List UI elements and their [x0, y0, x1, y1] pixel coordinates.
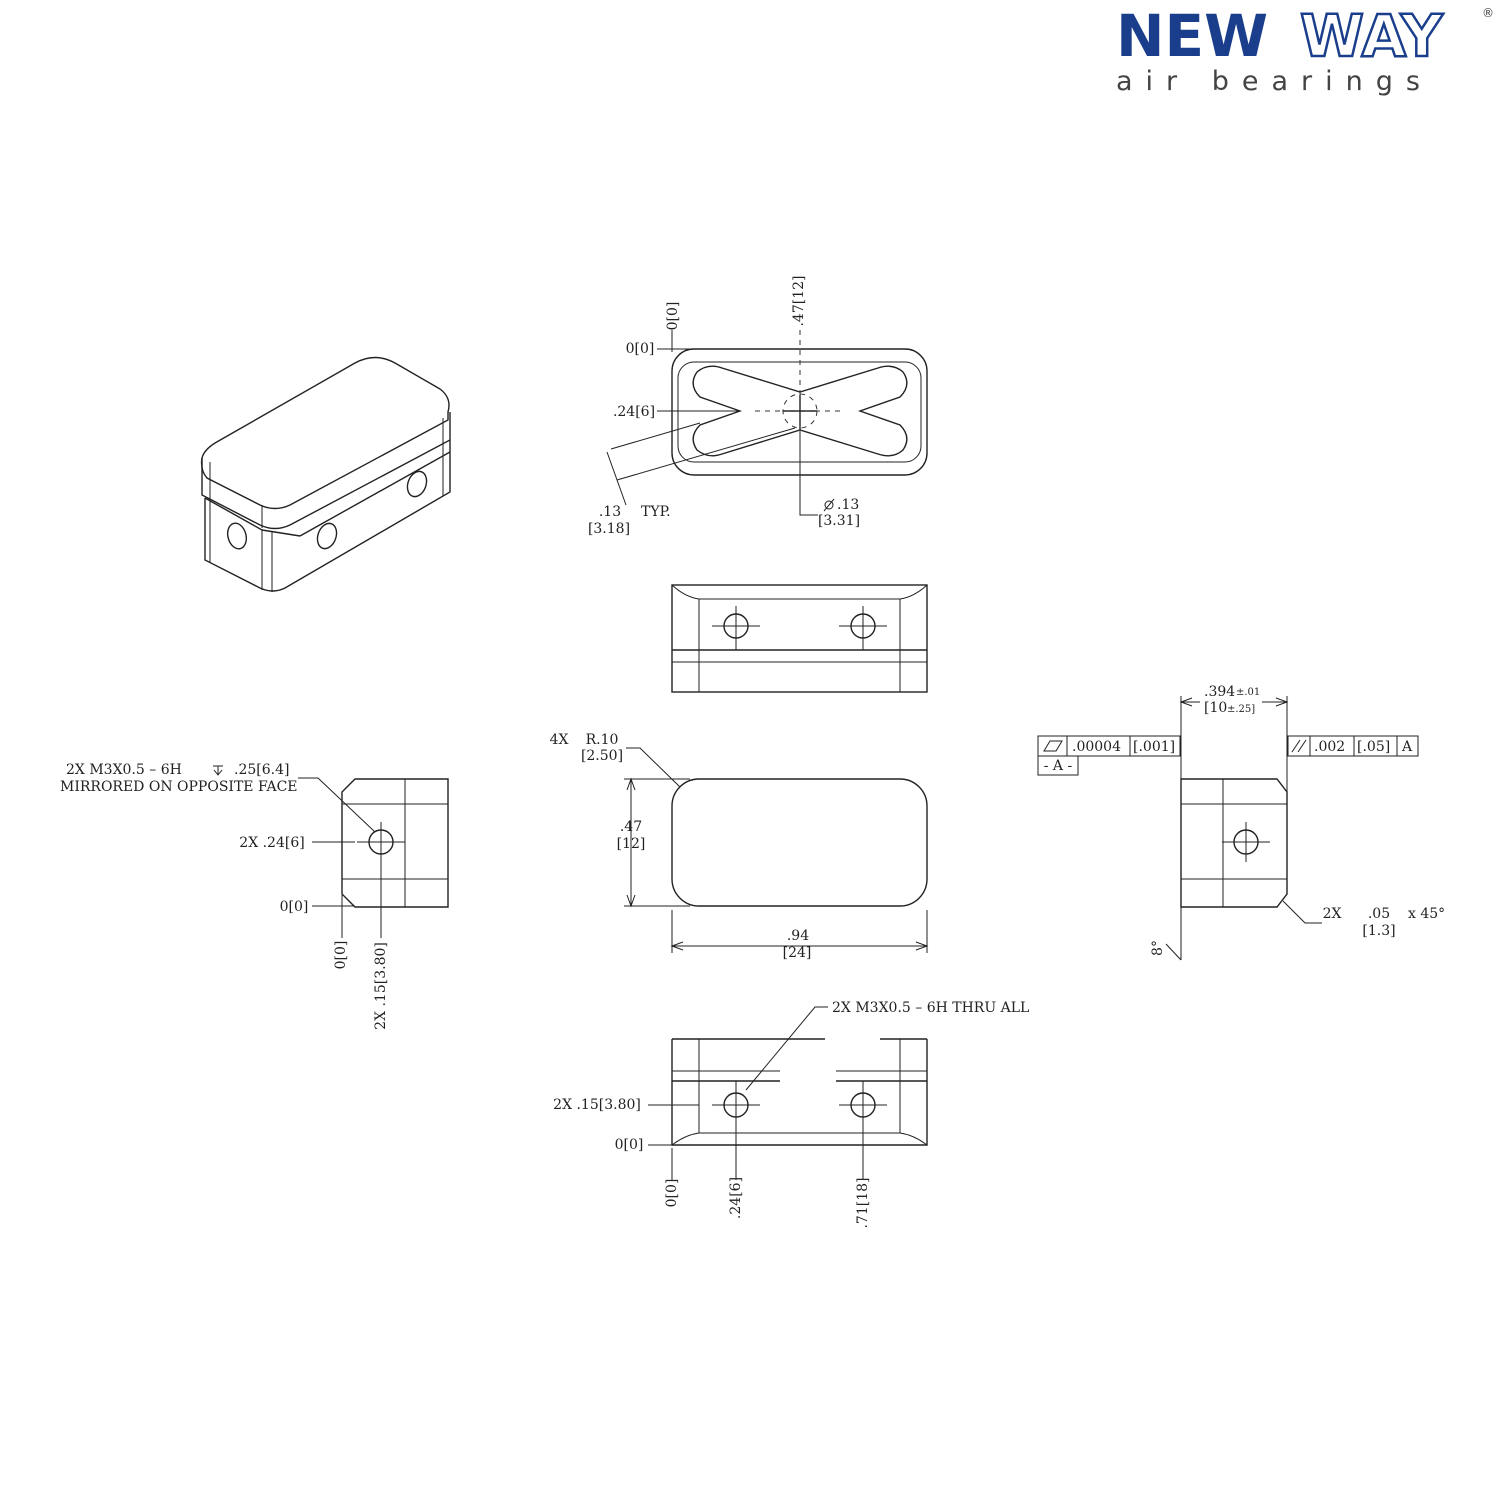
radius-value: R.10: [586, 732, 619, 748]
thickness-metric-tolerance: ±.25]: [1227, 704, 1255, 715]
top-width-dimension: .47[12]: [791, 275, 807, 326]
left-origin-y-label: 0[0]: [280, 899, 309, 915]
orifice-diameter-metric: [3.31]: [818, 513, 860, 529]
thickness-tolerance: ±.01: [1236, 687, 1260, 698]
groove-width-typ: TYP.: [641, 504, 671, 520]
groove-width-metric: [3.18]: [588, 521, 630, 537]
flatness-control-frame: .00004 [.001] - A -: [1037, 735, 1181, 776]
flatness-metric: [.001]: [1133, 739, 1175, 755]
left-side-view: 2X M3X0.5 – 6H .25[6.4] MIRRORED ON OPPO…: [60, 762, 449, 1030]
bottom-view: 2X M3X0.5 – 6H THRU ALL 2X .15[3.80] 0[0…: [553, 1000, 1029, 1229]
datum-label: - A -: [1044, 758, 1073, 774]
thickness-metric: [10: [1204, 700, 1227, 716]
depth-symbol-icon: [213, 765, 223, 776]
left-origin-x-label: 0[0]: [333, 941, 349, 970]
logo-word-way: WAY: [1300, 2, 1444, 70]
newway-logo: NEW WAY ® air bearings: [1116, 1, 1494, 97]
bottom-thread-callout: 2X M3X0.5 – 6H THRU ALL: [832, 1000, 1029, 1016]
parallelism-metric: [.05]: [1357, 739, 1390, 755]
left-hole-height: 2X .24[6]: [239, 835, 304, 851]
bottom-hole2-position: .71[18]: [855, 1177, 871, 1228]
bottom-origin-x-label: 0[0]: [664, 1179, 680, 1208]
logo-registered-mark: ®: [1482, 6, 1494, 20]
logo-tagline: air bearings: [1116, 66, 1433, 97]
chamfer-count: 2X: [1323, 906, 1342, 922]
parallelism-control-frame: .002 [.05] A: [1287, 735, 1419, 757]
chamfer-value: .05: [1368, 906, 1390, 922]
chamfer-metric: [1.3]: [1362, 923, 1395, 939]
logo-word-new: NEW: [1116, 2, 1268, 70]
thickness-value: .394: [1204, 684, 1235, 700]
upper-side-view: [671, 584, 928, 693]
orifice-diameter-value: .13: [837, 497, 859, 513]
left-thread-note: MIRRORED ON OPPOSITE FACE: [60, 779, 298, 795]
groove-width-value: .13: [599, 504, 621, 520]
flatness-value: .00004: [1072, 739, 1121, 755]
top-center-dimension: .24[6]: [613, 404, 655, 420]
radius-metric: [2.50]: [581, 748, 623, 764]
chamfer-angle: x 45°: [1408, 906, 1445, 922]
top-origin-x-label: 0[0]: [665, 302, 681, 331]
height-dimension-metric: [12]: [617, 836, 646, 852]
parallelism-symbol-icon: [1291, 739, 1307, 753]
angle-label: 8°: [1150, 940, 1166, 956]
top-origin-y-label: 0[0]: [626, 341, 655, 357]
diameter-symbol-icon: [823, 498, 835, 512]
left-thread-callout: 2X M3X0.5 – 6H: [66, 762, 182, 778]
front-view: 4X R.10 [2.50] .47 [12] .94 [24]: [550, 732, 929, 961]
top-view: 0[0] 0[0] .47[12] .24[6] .13 TYP. [3.18]…: [588, 275, 928, 537]
left-hole-offset: 2X .15[3.80]: [373, 942, 389, 1030]
bottom-origin-y-label: 0[0]: [615, 1137, 644, 1153]
length-dimension-metric: [24]: [783, 945, 812, 961]
radius-count: 4X: [550, 732, 569, 748]
left-thread-depth: .25[6.4]: [234, 762, 289, 778]
length-dimension-value: .94: [787, 928, 809, 944]
right-side-view: .394 ±.01 [10 ±.25] .00004 [.001] - A - …: [1037, 684, 1445, 961]
height-dimension-value: .47: [620, 819, 642, 835]
parallelism-value: .002: [1314, 739, 1345, 755]
bottom-hole1-position: .24[6]: [728, 1177, 744, 1219]
flatness-symbol-icon: [1043, 740, 1063, 752]
parallelism-datum: A: [1401, 739, 1413, 755]
isometric-view: [200, 356, 451, 592]
bottom-hole-offset: 2X .15[3.80]: [553, 1097, 641, 1113]
